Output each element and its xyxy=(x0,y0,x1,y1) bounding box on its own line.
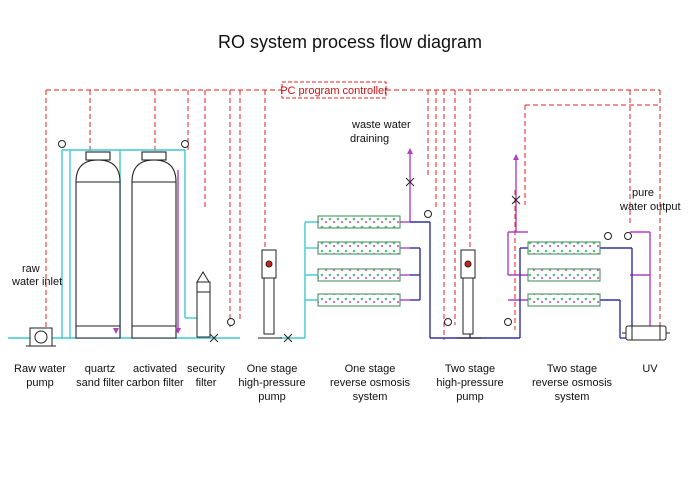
raw-inlet-annotation: raw water inlet xyxy=(11,263,62,288)
label-uv: UV xyxy=(642,363,658,375)
controller-network xyxy=(45,81,661,340)
raw-inlet-line-2: water inlet xyxy=(11,276,62,288)
quartz-sand-filter-vessel xyxy=(75,151,121,339)
one-stage-pump-symbol xyxy=(258,249,282,339)
flow-arrows xyxy=(113,148,519,334)
waste-line-2: draining xyxy=(350,133,389,145)
raw-inlet-line-1: raw xyxy=(22,263,40,275)
pure-output-line-2: water output xyxy=(619,201,681,213)
two-stage-ro-membranes xyxy=(527,241,601,307)
uv-sterilizer xyxy=(622,325,670,341)
one-stage-ro-membranes xyxy=(317,215,401,307)
security-filter-vessel xyxy=(196,271,211,338)
diagram-title: RO system process flow diagram xyxy=(218,32,482,52)
waste-annotation: waste water draining xyxy=(350,119,411,145)
pure-output-annotation: pure water output xyxy=(619,187,681,213)
controller-label: PC program controller xyxy=(280,85,388,97)
two-stage-pump-symbol xyxy=(457,249,481,339)
activated-carbon-filter-vessel xyxy=(131,151,177,339)
pure-output-line-1: pure xyxy=(632,187,654,199)
raw-water-pump-symbol xyxy=(26,327,56,347)
waste-line-1: waste water xyxy=(351,119,411,131)
gauges-and-valves xyxy=(58,140,632,343)
